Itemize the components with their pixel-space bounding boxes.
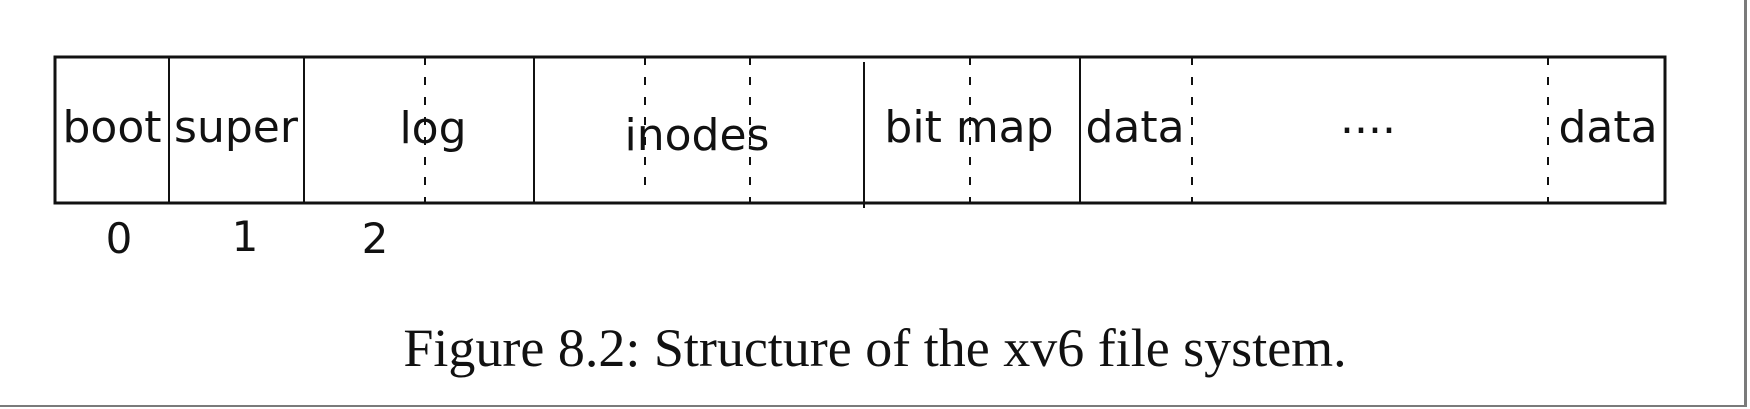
block-number-1: 1 bbox=[232, 212, 259, 261]
figure-caption: Figure 8.2: Structure of the xv6 file sy… bbox=[403, 318, 1347, 378]
block-number-2: 2 bbox=[362, 214, 389, 263]
region-label-bitmap: bit map bbox=[884, 102, 1053, 153]
region-label-boot: boot bbox=[62, 102, 161, 153]
region-label-log: log bbox=[399, 103, 466, 154]
region-label-data-last: data bbox=[1558, 102, 1657, 153]
block-number-0: 0 bbox=[106, 214, 133, 263]
region-label-super: super bbox=[174, 102, 299, 153]
region-label-inodes: inodes bbox=[625, 110, 770, 161]
region-label-ellipsis: .... bbox=[1340, 93, 1396, 144]
disk-strip-outline bbox=[53, 55, 1667, 205]
region-label-data-first: data bbox=[1085, 102, 1184, 153]
